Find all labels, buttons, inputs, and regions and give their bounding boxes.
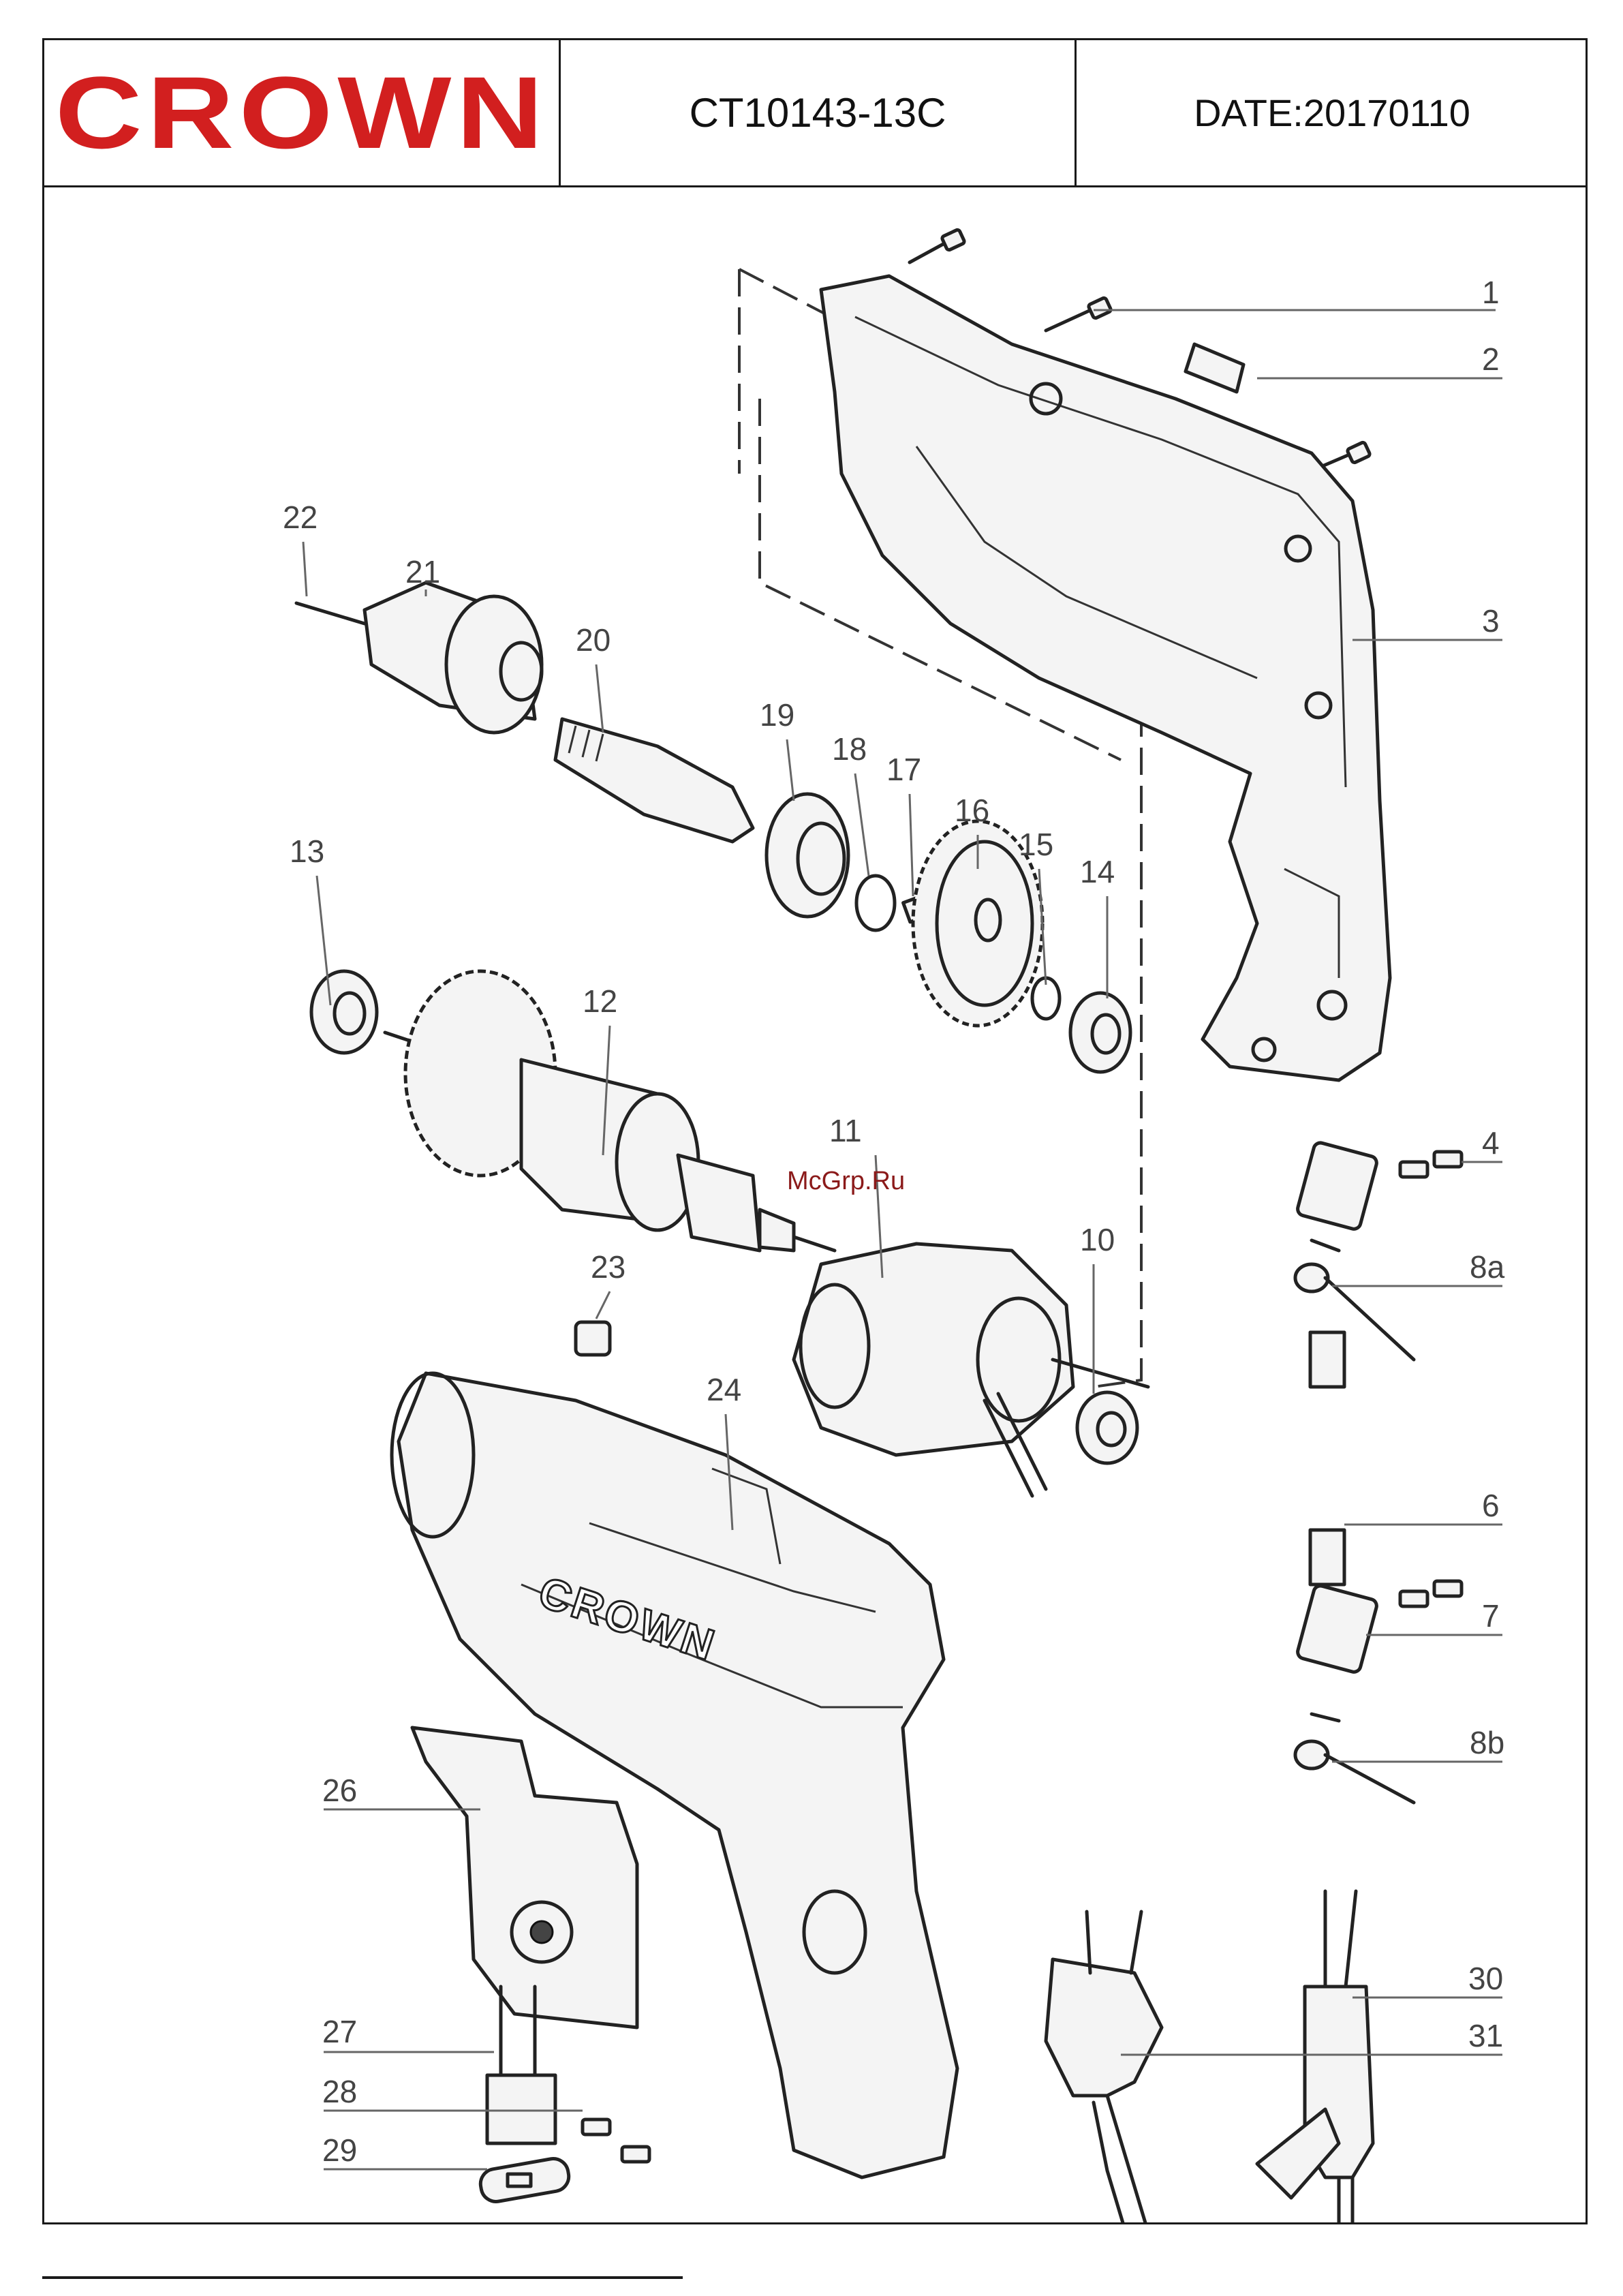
armature-rear-bearing [1077, 1392, 1137, 1463]
callout-27: 27 [322, 2014, 357, 2049]
brush-holder-lower [1296, 1581, 1462, 1674]
callout-1: 1 [1482, 275, 1500, 310]
housing-half-shell [821, 276, 1390, 1080]
callout-12: 12 [583, 983, 617, 1019]
cord-clamp [478, 2156, 571, 2204]
drill-chuck [365, 583, 542, 733]
brush-holder-assembly [1296, 1142, 1462, 1231]
gear-shaft-bearing [1070, 993, 1130, 1072]
carbon-brush-lower [1310, 1530, 1344, 1585]
callout-21: 21 [405, 554, 440, 590]
title-block: CROWN CT10143-13C DATE:20170110 [44, 40, 1586, 187]
callout-16: 16 [955, 793, 989, 828]
callout-28: 28 [322, 2074, 357, 2109]
callout-8a: 8a [1470, 1249, 1505, 1285]
model-number: CT10143-13C [690, 89, 946, 136]
callout-30: 30 [1468, 1961, 1503, 1996]
carbon-brush-upper [1310, 1332, 1344, 1387]
callout-18: 18 [832, 731, 867, 767]
callout-11: 11 [829, 1113, 862, 1148]
watermark-text: McGrp.Ru [787, 1167, 905, 1195]
power-plug-cord [1046, 1891, 1373, 2222]
callout-22: 22 [283, 500, 318, 535]
callout-7: 7 [1482, 1598, 1500, 1634]
callout-14: 14 [1080, 854, 1115, 889]
brand-logo: CROWN [55, 54, 548, 172]
armature-front-bearing [311, 971, 377, 1053]
brush-spring-lead-b [1295, 1714, 1414, 1803]
clamp-screws [583, 2119, 649, 2162]
callout-17: 17 [886, 752, 921, 787]
callout-31: 31 [1468, 2018, 1503, 2053]
callout-29: 29 [322, 2132, 357, 2168]
screw-top-1 [910, 229, 965, 262]
callout-4: 4 [1482, 1125, 1500, 1161]
screw-top-2 [1046, 297, 1111, 331]
callout-6: 6 [1482, 1488, 1500, 1523]
callout-20: 20 [576, 622, 610, 658]
callout-3: 3 [1482, 603, 1500, 639]
callout-13: 13 [290, 833, 324, 869]
drawing-sheet: CROWN CT10143-13C DATE:20170110 [42, 38, 1588, 2224]
brand-cell: CROWN [44, 40, 561, 185]
callout-23: 23 [591, 1249, 625, 1285]
rating-label-plate [1186, 344, 1243, 392]
output-spindle [555, 719, 753, 842]
footer-rule [42, 2276, 683, 2279]
model-cell: CT10143-13C [561, 40, 1077, 185]
callout-8b: 8b [1470, 1725, 1504, 1760]
callout-15: 15 [1019, 827, 1053, 862]
chuck-key-pin [296, 603, 365, 624]
callout-19: 19 [760, 697, 794, 733]
callout-24: 24 [707, 1372, 741, 1407]
reverse-switch-knob [576, 1322, 610, 1355]
callout-10: 10 [1080, 1222, 1115, 1257]
exploded-view-diagram: CROWN [44, 187, 1586, 2222]
retaining-ring [856, 876, 895, 930]
callout-26: 26 [322, 1773, 357, 1808]
date-cell: DATE:20170110 [1077, 40, 1588, 185]
trigger-switch [412, 1728, 637, 2027]
spindle-bearing [767, 794, 848, 917]
drawing-date: DATE:20170110 [1194, 91, 1470, 135]
callout-2: 2 [1482, 341, 1500, 377]
